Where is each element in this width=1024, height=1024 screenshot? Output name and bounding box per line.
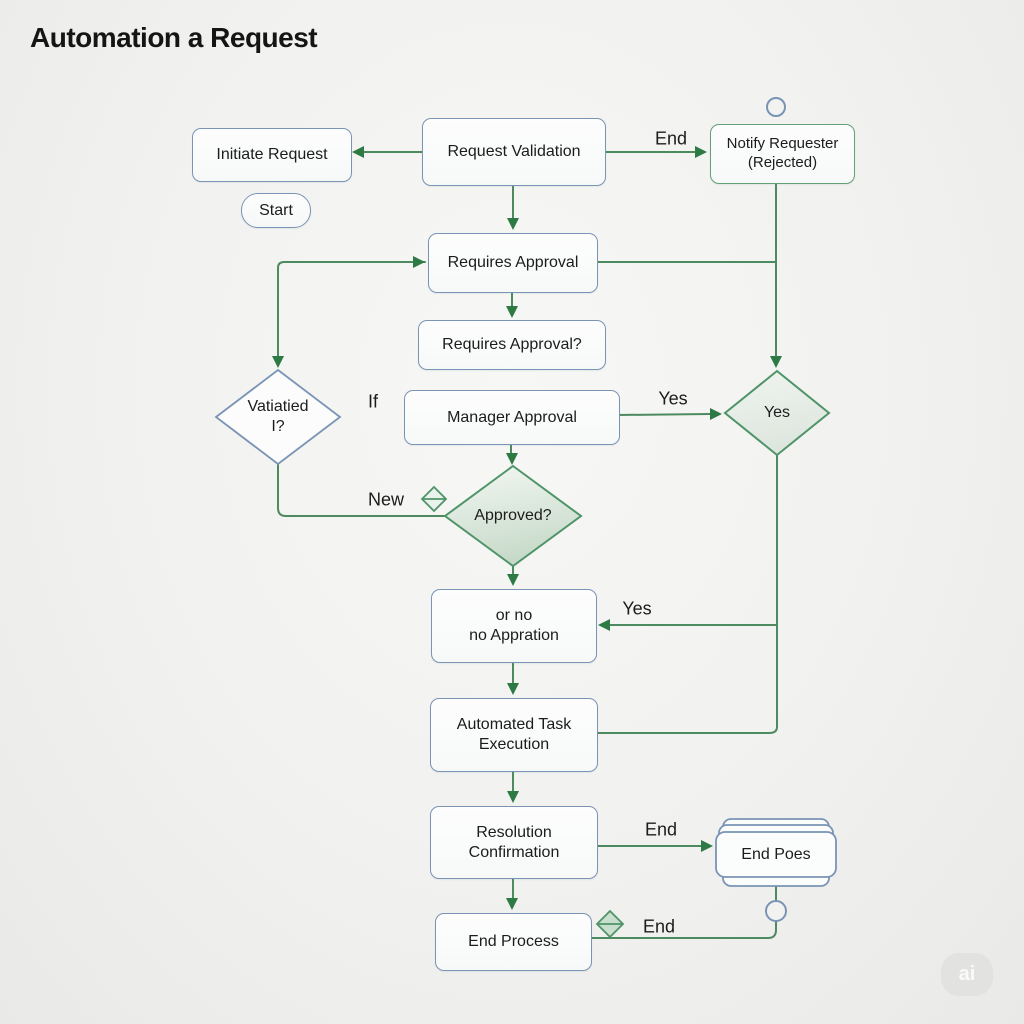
page-title: Automation a Request (30, 22, 318, 53)
node-label: Vatiatied I? (247, 398, 309, 435)
node-label: Manager Approval (447, 408, 577, 426)
node-initiate-request: Initiate Request (192, 128, 352, 182)
edge-label-new: New (367, 489, 405, 510)
ai-watermark-badge: ai (941, 953, 993, 996)
arrowhead (506, 898, 518, 910)
connector-circle-to-endprocess (590, 920, 777, 939)
edge-label-yes-manager: Yes (658, 388, 688, 409)
arrowhead (710, 408, 722, 420)
node-requires-approval-question: Requires Approval? (418, 320, 606, 370)
ai-watermark-label: ai (958, 963, 976, 985)
node-label: Start (259, 201, 293, 219)
node-yes-decision: Yes (737, 395, 817, 431)
yes-diamond-shape (723, 369, 831, 457)
node-approved-decision: Approved? (453, 498, 573, 534)
connector-rightline-to-automated (596, 454, 778, 734)
connector-requires-to-vatiatied (277, 261, 426, 358)
arrowhead (507, 683, 519, 695)
connector-manager-to-yes (617, 413, 711, 416)
connector-vatiatied-to-approved (277, 463, 446, 517)
end-event-circle-icon (765, 900, 787, 922)
node-label: Approved? (474, 507, 552, 524)
arrowhead (506, 453, 518, 465)
node-requires-approval: Requires Approval (428, 233, 598, 293)
arrowhead (507, 574, 519, 586)
node-label: End Process (468, 933, 559, 950)
node-label: Request Validation (447, 143, 581, 160)
edge-label-end-top: End (654, 128, 688, 149)
arrowhead (701, 840, 713, 852)
node-automated-task-execution: Automated Task Execution (430, 698, 598, 772)
arrowhead (770, 356, 782, 368)
node-manager-approval: Manager Approval (404, 390, 620, 445)
node-end-process: End Process (435, 913, 592, 971)
node-resolution-confirmation: Resolution Confirmation (430, 806, 598, 879)
node-vatiatied-decision: Vatiatied I? (228, 392, 328, 442)
edge-label-end-bottom: End (642, 916, 676, 937)
node-label: Requires Approval (447, 254, 579, 271)
arrowhead (506, 306, 518, 318)
arrowhead (272, 356, 284, 368)
node-label: Initiate Request (216, 146, 328, 163)
node-start: Start (241, 193, 311, 228)
node-notify-requester: Notify Requester (Rejected) (710, 124, 855, 184)
node-label: End Poes (741, 846, 811, 863)
node-label: Yes (763, 404, 791, 421)
node-or-no-appration: or no no Appration (431, 589, 597, 663)
arrowhead (507, 791, 519, 803)
arrowhead (507, 218, 519, 230)
node-label: Resolution Confirmation (468, 823, 560, 861)
vatiatied-diamond-shape (214, 368, 342, 466)
edge-label-yes-right: Yes (622, 598, 652, 619)
edge-label-if: If (367, 391, 379, 412)
arrowhead (352, 146, 364, 158)
arrowhead (695, 146, 707, 158)
node-label: or no no Appration (469, 607, 559, 644)
start-event-circle-icon (766, 97, 786, 117)
node-label: Requires Approval? (442, 336, 582, 353)
approved-diamond-shape (443, 464, 583, 568)
arrowhead (413, 256, 425, 268)
edge-label-end-resolution: End (644, 819, 678, 840)
node-end-poes: End Poes (721, 836, 831, 874)
endpoes-main-shape (715, 831, 837, 878)
arrowhead (598, 619, 610, 631)
node-label: Notify Requester (Rejected) (726, 135, 839, 171)
node-label: Automated Task Execution (456, 716, 572, 753)
node-request-validation: Request Validation (422, 118, 606, 186)
